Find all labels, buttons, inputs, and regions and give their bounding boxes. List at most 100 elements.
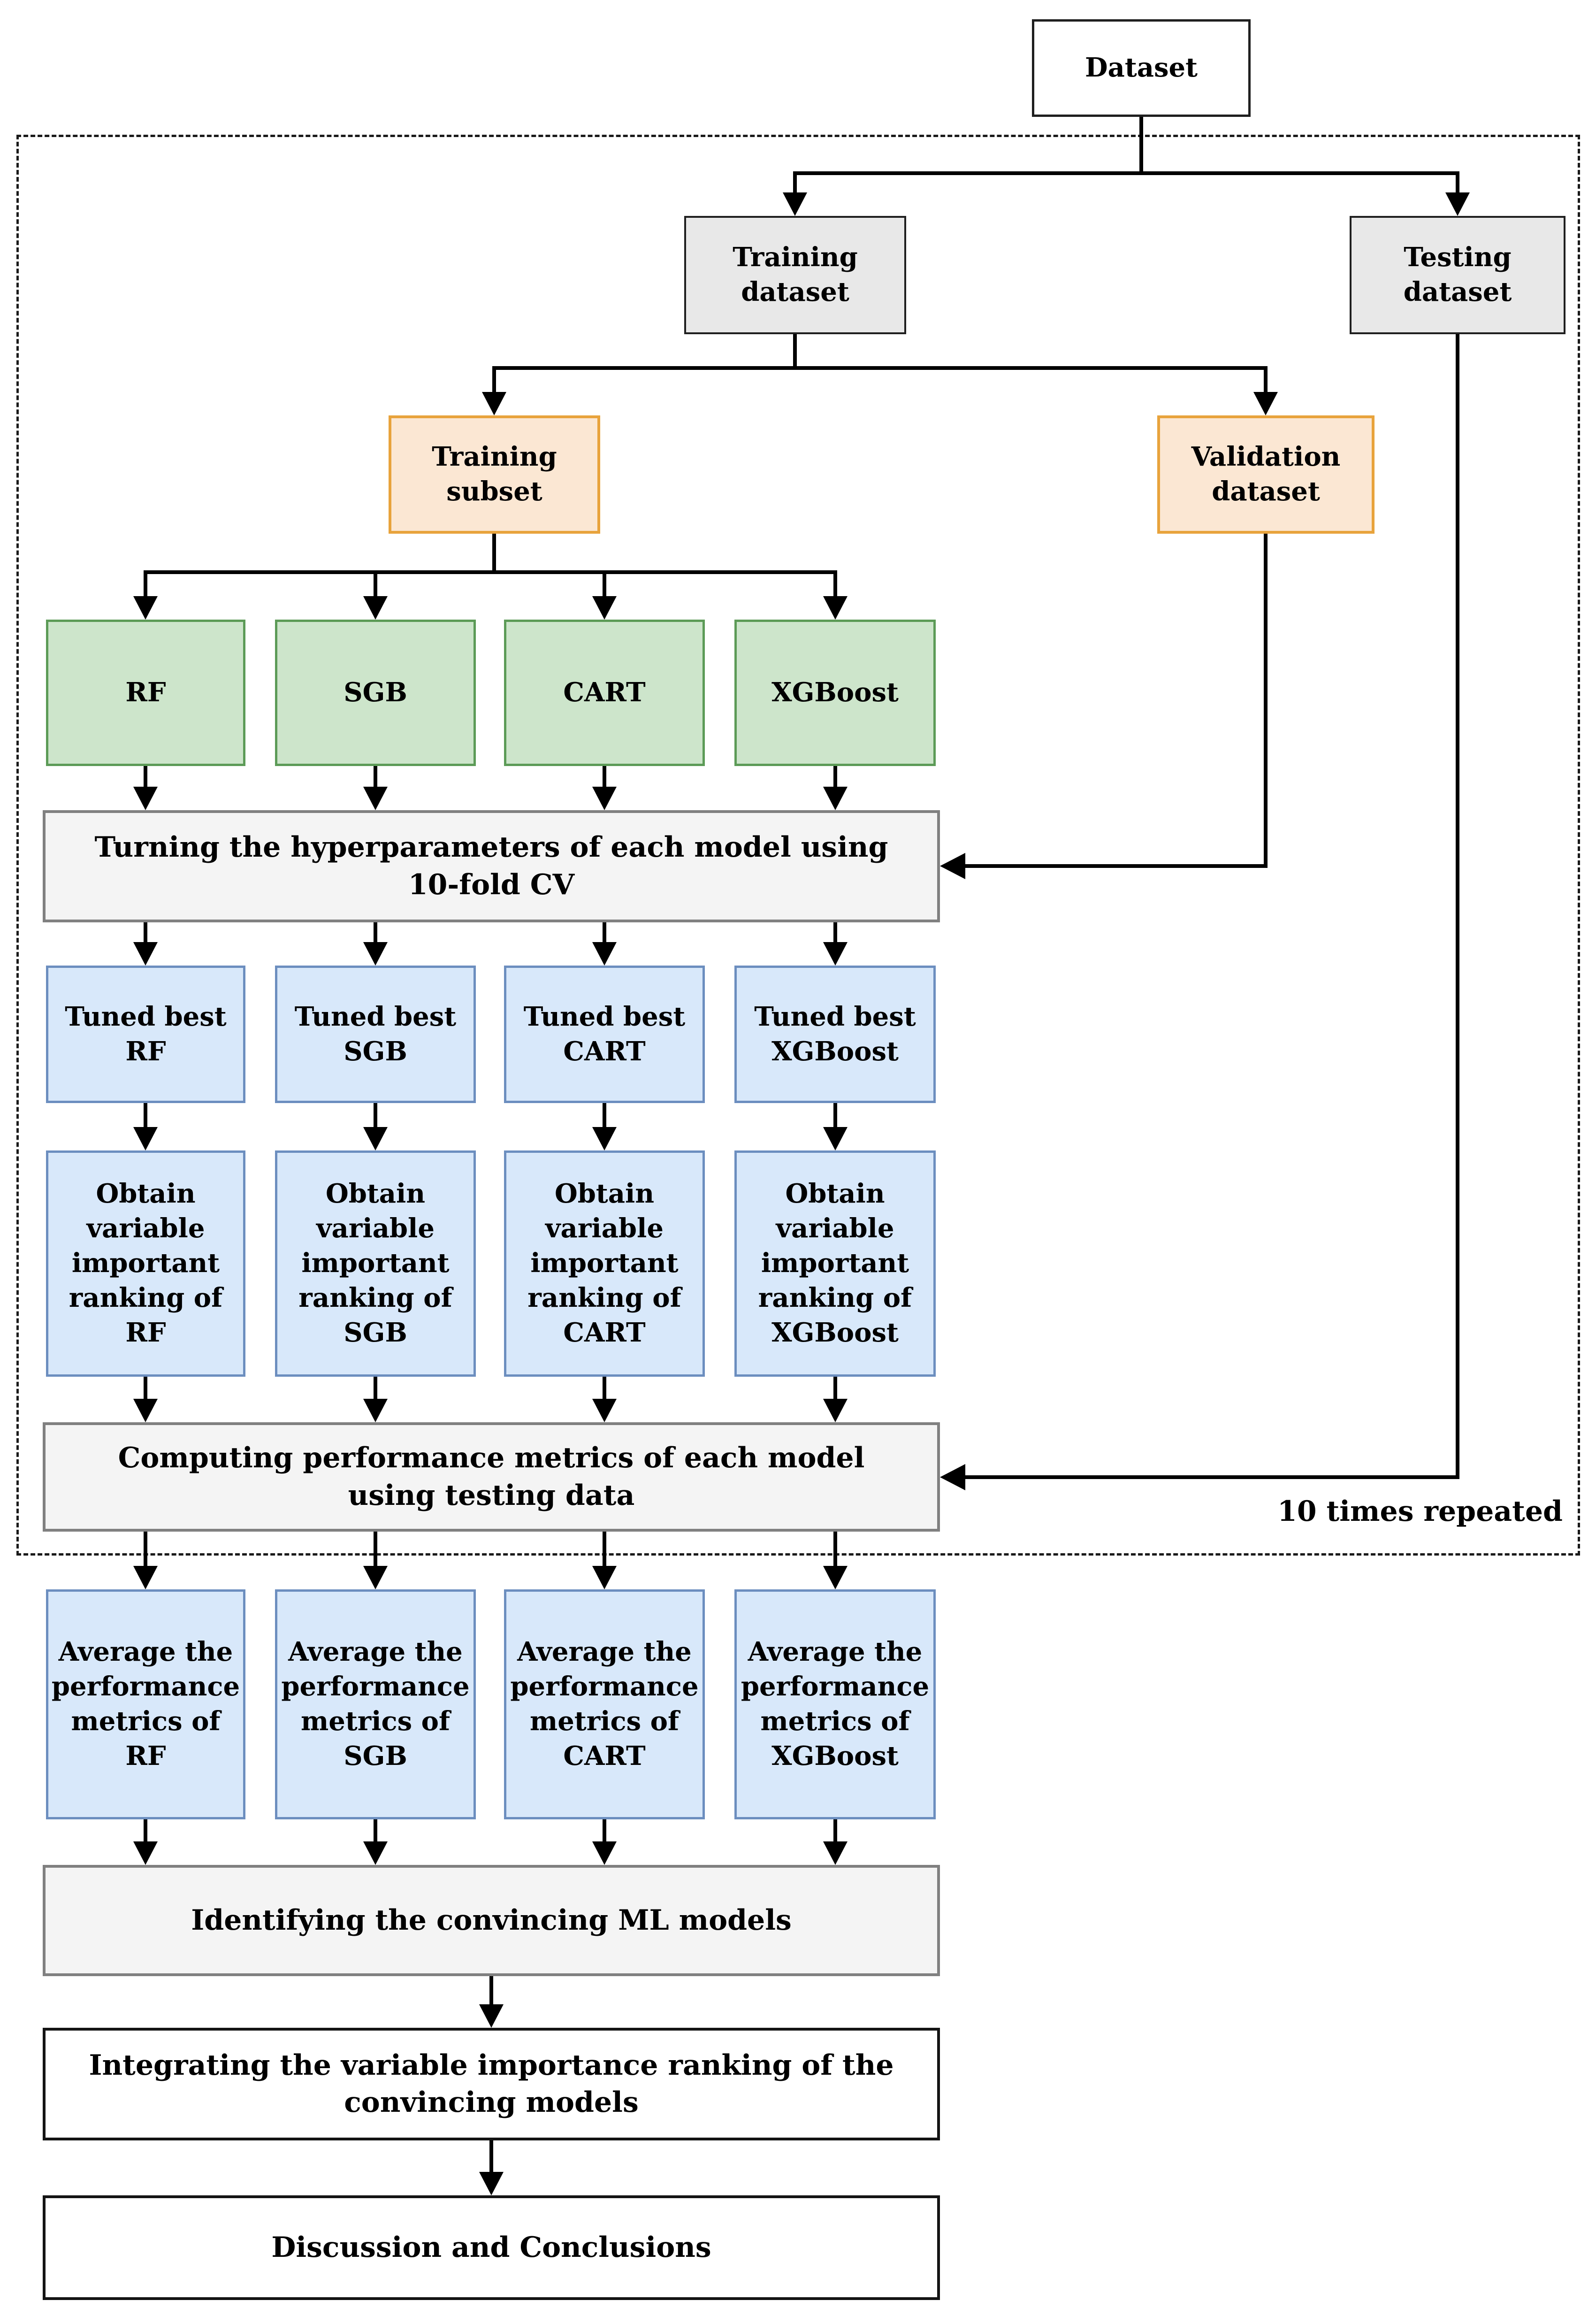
arrowhead-cart-to-tuning <box>592 787 617 810</box>
integrating-ranking-box: Integrating the variable importance rank… <box>43 2028 940 2140</box>
connector-computing-to-average-cart <box>603 1532 606 1567</box>
connector-tuning-to-tuned-sgb <box>374 922 377 943</box>
arrowhead-sgb-to-tuning <box>363 787 388 810</box>
connector-validation-down <box>1264 534 1268 868</box>
arrowhead-xgboost-to-tuning <box>823 787 848 810</box>
connector-tuned-to-obtain-cart <box>603 1103 606 1128</box>
connector-into-training-dataset <box>793 171 797 195</box>
connector-computing-to-average-xgboost <box>833 1532 837 1567</box>
arrowhead-computing-to-average-sgb <box>363 1566 388 1589</box>
repeat-region-border <box>16 135 1580 1556</box>
connector-cart-to-tuning <box>603 766 606 788</box>
connector-into-validation-dataset <box>1264 366 1268 394</box>
average-metrics-box-xgboost: Average the performance metrics of XGBoo… <box>734 1589 936 1819</box>
arrowhead-tuning-to-tuned-cart <box>592 942 617 966</box>
arrowhead-identifying-to-integrating <box>479 2004 504 2028</box>
connector-tuned-to-obtain-xgboost <box>833 1103 837 1128</box>
arrowhead-tuned-to-obtain-sgb <box>363 1127 388 1150</box>
connector-subset-down <box>492 534 496 574</box>
connector-into-training-subset <box>492 366 496 394</box>
arrowhead-into-sgb <box>363 596 388 620</box>
connector-rf-to-tuning <box>144 766 147 788</box>
tuned-best-box-xgboost: Tuned best XGBoost <box>734 966 936 1103</box>
arrowhead-average-to-identifying-sgb <box>363 1841 388 1865</box>
training-dataset-box: Training dataset <box>684 216 906 334</box>
connector-xgboost-to-tuning <box>833 766 837 788</box>
connector-average-to-identifying-xgboost <box>833 1819 837 1842</box>
connector-into-testing-dataset <box>1456 171 1459 195</box>
arrowhead-obtain-to-computing-sgb <box>363 1399 388 1422</box>
arrowhead-into-validation-dataset <box>1253 392 1278 415</box>
average-metrics-box-cart: Average the performance metrics of CART <box>504 1589 705 1819</box>
arrowhead-tuning-to-tuned-sgb <box>363 942 388 966</box>
arrowhead-average-to-identifying-xgboost <box>823 1841 848 1865</box>
connector-tuning-to-tuned-xgboost <box>833 922 837 943</box>
arrowhead-tuning-to-tuned-rf <box>133 942 158 966</box>
computing-metrics-bar: Computing performance metrics of each mo… <box>43 1422 940 1532</box>
validation-dataset-box: Validation dataset <box>1157 415 1375 534</box>
obtain-ranking-box-sgb: Obtain variable important ranking of SGB <box>275 1150 476 1377</box>
connector-testing-to-computing <box>964 1475 1459 1479</box>
connector-obtain-to-computing-sgb <box>374 1377 377 1400</box>
connector-training-split <box>492 366 1268 370</box>
arrowhead-tuned-to-obtain-cart <box>592 1127 617 1150</box>
arrowhead-average-to-identifying-rf <box>133 1841 158 1865</box>
connector-computing-to-average-sgb <box>374 1532 377 1567</box>
arrowhead-into-rf <box>133 596 158 620</box>
connector-identifying-to-integrating <box>489 1976 493 2005</box>
arrowhead-rf-to-tuning <box>133 787 158 810</box>
connector-computing-to-average-rf <box>144 1532 147 1567</box>
dataset-box: Dataset <box>1032 19 1251 117</box>
repeat-count-label: 10 times repeated <box>1277 1495 1563 1528</box>
obtain-ranking-box-xgboost: Obtain variable important ranking of XGB… <box>734 1150 936 1377</box>
model-box-sgb: SGB <box>275 620 476 766</box>
connector-average-to-identifying-rf <box>144 1819 147 1842</box>
obtain-ranking-box-cart: Obtain variable important ranking of CAR… <box>504 1150 705 1377</box>
average-metrics-box-rf: Average the performance metrics of RF <box>46 1589 245 1819</box>
identifying-models-bar: Identifying the convincing ML models <box>43 1865 940 1976</box>
connector-tuned-to-obtain-sgb <box>374 1103 377 1128</box>
connector-obtain-to-computing-cart <box>603 1377 606 1400</box>
connector-sgb-to-tuning <box>374 766 377 788</box>
connector-into-xgboost <box>833 570 837 598</box>
arrowhead-obtain-to-computing-xgboost <box>823 1399 848 1422</box>
arrowhead-validation-to-tuning <box>940 853 965 879</box>
connector-obtain-to-computing-xgboost <box>833 1377 837 1400</box>
connector-subset-split <box>144 570 837 574</box>
connector-dataset-down <box>1139 117 1143 175</box>
arrowhead-into-xgboost <box>823 596 848 620</box>
arrowhead-into-training-dataset <box>783 192 807 216</box>
arrowhead-integrating-to-discussion <box>479 2172 504 2195</box>
connector-tuning-to-tuned-cart <box>603 922 606 943</box>
arrowhead-obtain-to-computing-rf <box>133 1399 158 1422</box>
arrowhead-testing-to-computing <box>940 1464 965 1490</box>
testing-dataset-box: Testing dataset <box>1350 216 1565 334</box>
arrowhead-tuned-to-obtain-xgboost <box>823 1127 848 1150</box>
arrowhead-into-testing-dataset <box>1445 192 1470 216</box>
connector-validation-to-tuning <box>964 864 1268 868</box>
connector-testing-down <box>1456 334 1459 1479</box>
connector-into-sgb <box>374 570 377 598</box>
connector-average-to-identifying-sgb <box>374 1819 377 1842</box>
model-box-rf: RF <box>46 620 245 766</box>
connector-training-down <box>793 334 797 370</box>
arrowhead-tuning-to-tuned-xgboost <box>823 942 848 966</box>
arrowhead-into-training-subset <box>482 392 506 415</box>
arrowhead-average-to-identifying-cart <box>592 1841 617 1865</box>
tuned-best-box-cart: Tuned best CART <box>504 966 705 1103</box>
connector-tuning-to-tuned-rf <box>144 922 147 943</box>
model-box-xgboost: XGBoost <box>734 620 936 766</box>
tuning-hyperparameters-bar: Turning the hyperparameters of each mode… <box>43 810 940 922</box>
tuned-best-box-sgb: Tuned best SGB <box>275 966 476 1103</box>
arrowhead-obtain-to-computing-cart <box>592 1399 617 1422</box>
connector-into-cart <box>603 570 606 598</box>
connector-obtain-to-computing-rf <box>144 1377 147 1400</box>
discussion-conclusions-box: Discussion and Conclusions <box>43 2195 940 2300</box>
arrowhead-into-cart <box>592 596 617 620</box>
obtain-ranking-box-rf: Obtain variable important ranking of RF <box>46 1150 245 1377</box>
arrowhead-computing-to-average-xgboost <box>823 1566 848 1589</box>
model-box-cart: CART <box>504 620 705 766</box>
connector-average-to-identifying-cart <box>603 1819 606 1842</box>
average-metrics-box-sgb: Average the performance metrics of SGB <box>275 1589 476 1819</box>
